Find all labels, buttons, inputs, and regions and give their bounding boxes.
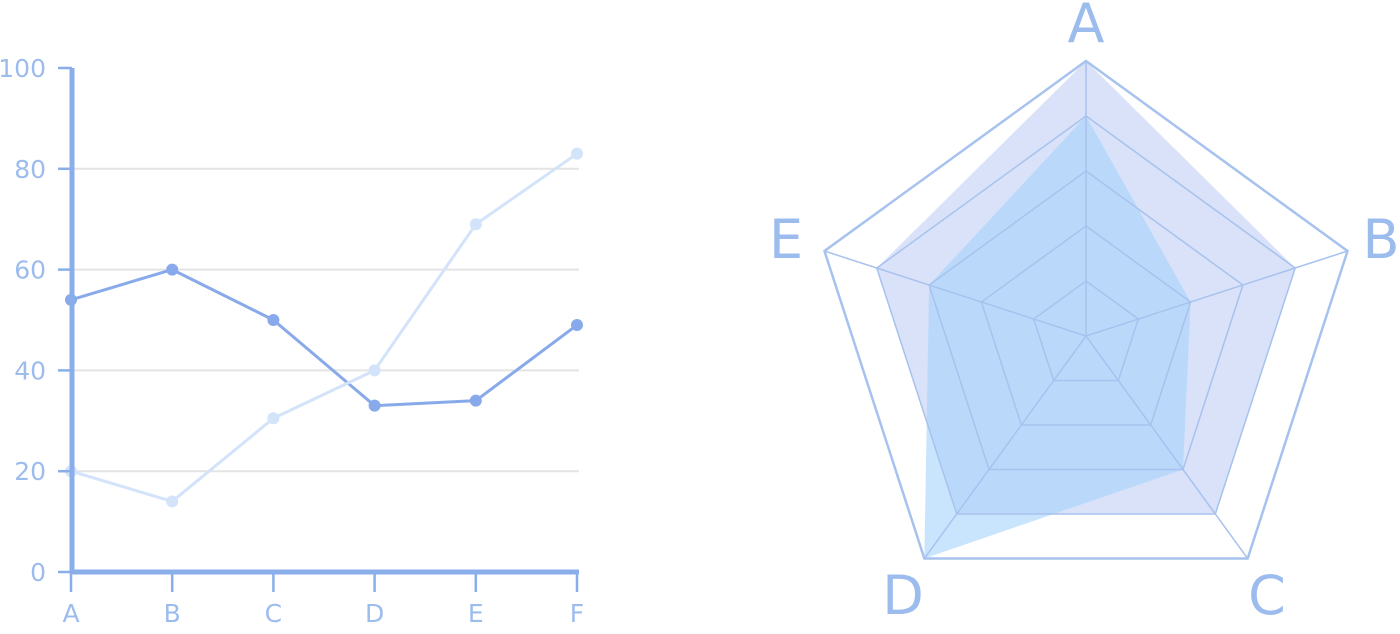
data-point [469, 218, 482, 231]
data-point [166, 263, 179, 276]
line-chart-axes [58, 66, 579, 592]
radar-spoke [923, 335, 1087, 559]
x-tick-label: B [164, 599, 181, 628]
y-tick-label: 80 [14, 155, 46, 184]
y-tick-label: 0 [30, 558, 46, 587]
y-tick-label: 100 [0, 54, 46, 83]
line-chart-grid [72, 167, 579, 473]
series-line [70, 268, 578, 408]
radar-axis-label: D [882, 564, 924, 627]
data-point [571, 319, 583, 332]
x-tick-label: E [468, 599, 484, 628]
radar-chart: A B C D E [769, 0, 1400, 627]
radar-ring [822, 59, 1350, 560]
data-point [571, 147, 583, 160]
y-tick-label: 60 [14, 256, 46, 285]
data-point [267, 314, 280, 326]
line-chart-ticks: 0 20 40 60 80 100 A B C D E F [0, 54, 584, 628]
data-point [368, 399, 381, 412]
radar-spoke [1085, 250, 1348, 337]
x-tick-label: D [365, 599, 384, 628]
x-tick-label: A [62, 599, 79, 628]
radar-axis-label: B [1362, 208, 1399, 271]
radar-ring [980, 225, 1192, 426]
radar-axis-label: C [1248, 564, 1286, 627]
radar-ring [1032, 280, 1140, 382]
line-chart-series [65, 147, 583, 508]
radar-ring [875, 115, 1297, 515]
radar-axis-label: E [769, 208, 803, 271]
radar-web [822, 59, 1350, 560]
x-tick-label: F [570, 599, 584, 628]
radar-spoke [1085, 335, 1249, 559]
y-tick-label: 40 [14, 356, 46, 385]
y-tick-label: 20 [14, 457, 46, 486]
line-chart: 0 20 40 60 80 100 A B C D E F [0, 54, 584, 628]
data-point [368, 364, 381, 377]
radar-axis-label: A [1068, 0, 1105, 55]
data-point [469, 394, 482, 407]
data-point [267, 412, 280, 425]
radar-series-area [924, 116, 1191, 559]
radar-axis-labels: A B C D E [769, 0, 1400, 627]
series-line [70, 152, 578, 503]
x-tick-label: C [265, 599, 282, 628]
radar-ring [928, 170, 1244, 471]
data-point [166, 495, 179, 508]
radar-spoke [824, 250, 1087, 337]
